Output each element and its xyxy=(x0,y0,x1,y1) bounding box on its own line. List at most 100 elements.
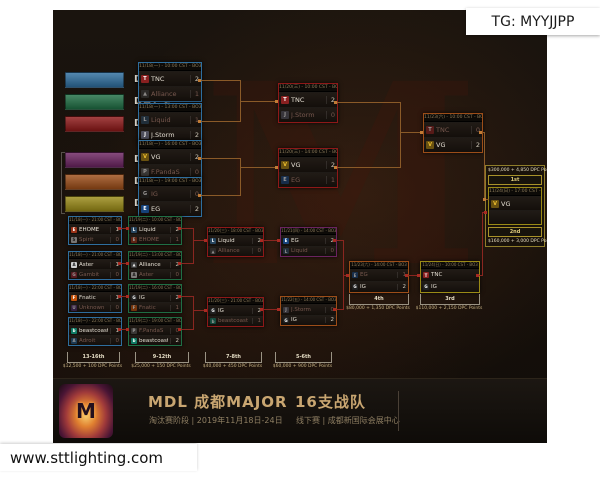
team-score: 1 xyxy=(110,327,119,334)
connector-node xyxy=(118,295,121,298)
team-name: J.Storm xyxy=(291,111,315,119)
connector-node xyxy=(178,295,181,298)
telegram-watermark: TG: MYYJJPP xyxy=(466,8,600,35)
team-logo-icon: T xyxy=(141,75,149,83)
connector-node xyxy=(126,262,129,265)
rank-label: 4th xyxy=(349,294,409,305)
team-score: 2 xyxy=(190,205,199,213)
team-score: 1 xyxy=(110,226,119,233)
team-logo-icon: ▲ xyxy=(210,248,216,255)
team-name: IG xyxy=(360,283,366,290)
placement-prize: $25,000 + 150 DPC Points xyxy=(131,364,191,369)
team-score: 0 xyxy=(252,248,261,255)
connector-node xyxy=(275,166,278,169)
rank-prize: $80,000 + 1,350 DPC Points xyxy=(346,306,410,311)
connector-node xyxy=(198,157,201,160)
team-name: J.Storm xyxy=(291,306,311,313)
connector-line xyxy=(180,296,193,297)
connector-line xyxy=(262,240,280,241)
team-name: IG xyxy=(431,283,437,290)
match-header: 11/18(一) - 22:00 CST - BO1 xyxy=(69,318,121,325)
team-logo-icon: F xyxy=(71,294,77,301)
team-logo-icon: G xyxy=(141,190,149,198)
team-name: IG xyxy=(218,307,224,314)
connector-line xyxy=(193,240,207,241)
team-logo-icon: L xyxy=(141,116,149,124)
team-name: beastcoast xyxy=(79,327,108,334)
team-score: 1 xyxy=(170,304,179,311)
team-score: 2 xyxy=(325,237,334,244)
match-box-grand-final: 11/24(日) - 17:00 CST - BO5VVG xyxy=(488,187,542,225)
connector-line xyxy=(482,212,483,276)
connector-line xyxy=(200,195,240,196)
team-name: Fnatic xyxy=(139,304,156,311)
team-name: Gambit xyxy=(79,271,100,278)
connector-line xyxy=(120,263,128,264)
connector-node xyxy=(334,166,337,169)
connector-line xyxy=(200,121,240,122)
match-header: 11/22(五) - 14:00 CST - BO3 xyxy=(281,297,336,304)
match-header: 11/20(三) - 14:00 CST - BO3 xyxy=(279,149,337,157)
team-logo-icon: G xyxy=(283,317,289,324)
match-box-lb_r4: 11/21(四) - 14:00 CST - BO3EEG2LLiquid0 xyxy=(280,227,337,257)
connector-node xyxy=(204,309,207,312)
team-score: 2 xyxy=(252,307,261,314)
connector-node xyxy=(334,101,337,104)
placement-label: 5-6th xyxy=(275,352,332,363)
mdl-logo-letter: M xyxy=(76,399,96,423)
connector-line xyxy=(193,228,194,264)
team-name: Aster xyxy=(79,261,94,268)
team-logo-icon: U xyxy=(71,304,77,311)
connector-node xyxy=(198,120,201,123)
team-name: Adroit xyxy=(79,337,96,344)
connector-line xyxy=(400,132,423,133)
team-score: 2 xyxy=(170,226,179,233)
team-logo-icon: ▲ xyxy=(131,261,137,268)
match-box-lb_r3: 11/20(三) - 18:00 CST - BO3LLiquid2▲Allia… xyxy=(207,227,264,257)
team-name: VG xyxy=(501,199,511,208)
team-name: J.Storm xyxy=(151,131,175,139)
team-score: 2 xyxy=(190,75,199,83)
legend-swatch xyxy=(65,151,124,168)
team-name: TNC xyxy=(431,272,443,279)
team-logo-icon: J xyxy=(281,111,289,119)
match-header: 11/18(一) - 22:00 CST - BO1 xyxy=(69,285,121,292)
team-logo-icon: E xyxy=(283,237,289,244)
team-logo-icon: E xyxy=(141,205,149,213)
team-logo-icon: b xyxy=(71,327,77,334)
team-logo-icon: V xyxy=(426,141,434,149)
team-logo-icon: T xyxy=(281,96,289,104)
team-name: VG xyxy=(436,141,446,149)
grand-final-group: $300,000 + 4,850 DPC Points1st11/24(日) -… xyxy=(485,165,547,247)
team-name: EHOME xyxy=(79,226,100,233)
team-logo-icon: J xyxy=(141,131,149,139)
connector-node xyxy=(420,131,423,134)
match-header: 11/19(二) - 10:00 CST - BO3 xyxy=(129,217,181,224)
legend-swatch xyxy=(65,93,124,110)
team-logo-icon: G xyxy=(71,271,77,278)
mdl-flame-logo: M xyxy=(59,384,113,438)
connector-node xyxy=(198,79,201,82)
match-header: 11/19(二) - 19:00 CST - BO3 xyxy=(129,318,181,325)
connector-line xyxy=(335,309,343,310)
connector-node xyxy=(118,262,121,265)
team-logo-icon: V xyxy=(141,153,149,161)
match-box-lb_r1: 11/18(一) - 21:00 CST - BO1AAster1GGambit… xyxy=(68,251,122,280)
connector-line xyxy=(240,167,278,168)
match-header: 11/20(三) - 18:00 CST - BO3 xyxy=(208,228,263,235)
connector-node xyxy=(277,308,280,311)
